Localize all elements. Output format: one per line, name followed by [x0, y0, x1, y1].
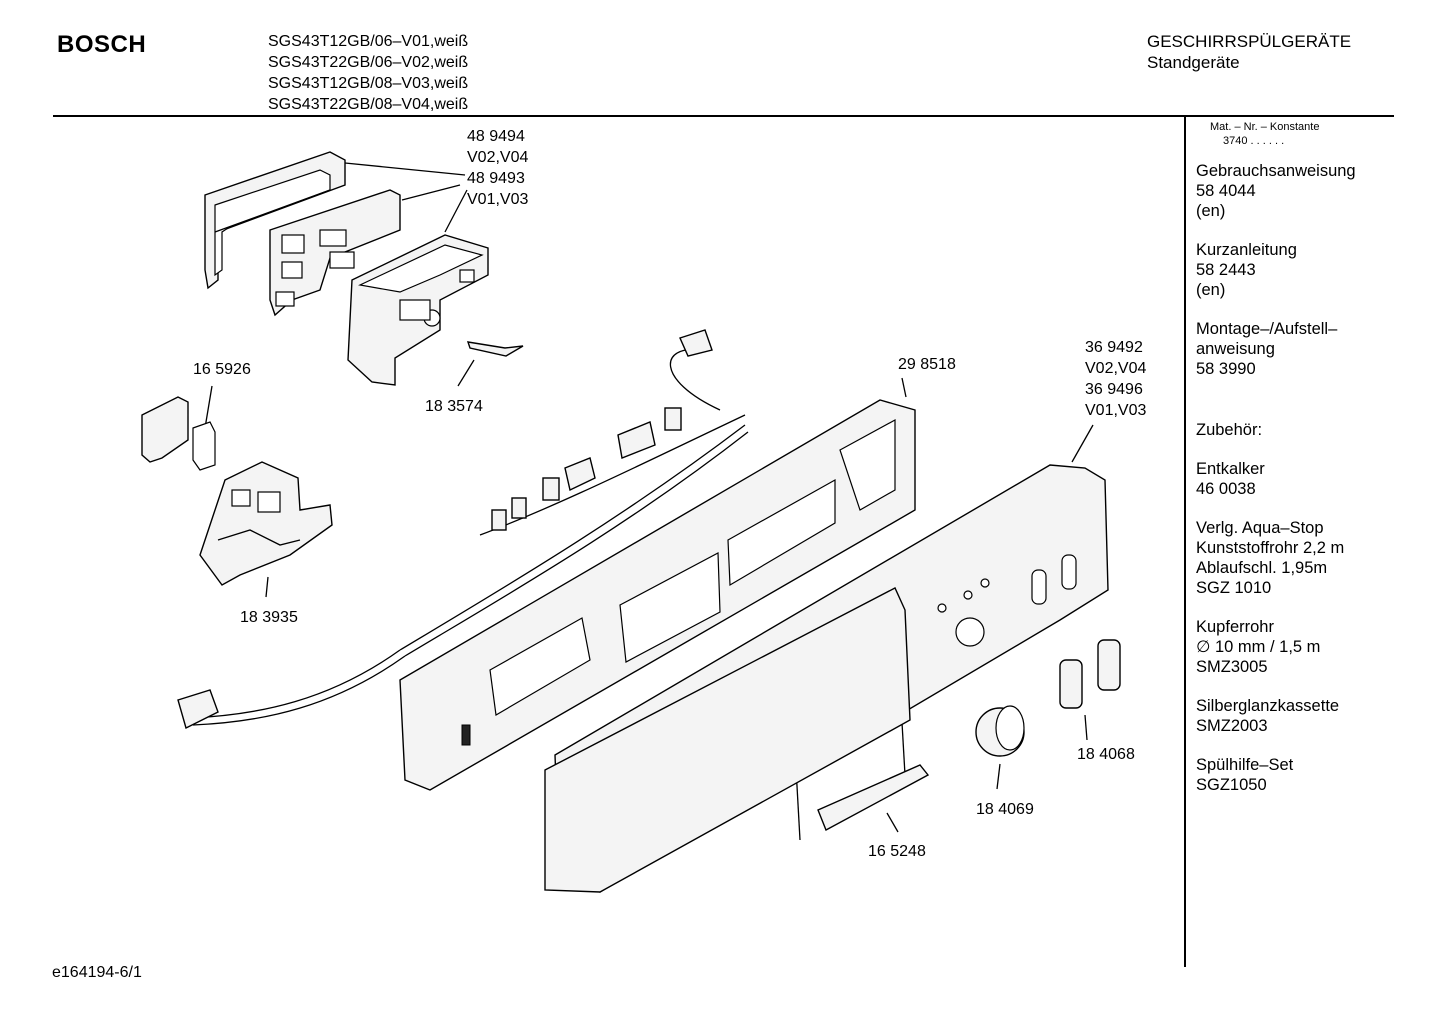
part-label-298518: 29 8518 — [898, 354, 956, 375]
mat-header-value: 3740 . . . . . . — [1223, 135, 1285, 147]
category-title: GESCHIRRSPÜLGERÄTE — [1147, 32, 1352, 51]
handle-trim — [817, 764, 930, 831]
leader-lines — [204, 162, 1094, 833]
sidebar-line: 58 2443 — [1196, 261, 1256, 279]
part-label-line: 18 4068 — [1077, 746, 1135, 763]
mat-header-label: Mat. – Nr. – Konstante — [1210, 121, 1320, 133]
retaining-bracket — [141, 396, 216, 471]
sidebar-line: SMZ2003 — [1196, 717, 1268, 735]
part-label-line: 36 9496 — [1085, 381, 1143, 398]
sidebar-block: Kupferrohr ∅ 10 mm / 1,5 m SMZ3005 — [1196, 617, 1396, 677]
sidebar-divider — [1184, 117, 1186, 967]
part-label-165248: 16 5248 — [868, 841, 926, 862]
part-label-489494: 48 9494 V02,V04 48 9493 V01,V03 — [467, 126, 528, 210]
header-divider — [53, 115, 1394, 117]
sidebar-line: 58 4044 — [1196, 182, 1256, 200]
brand-logo: BOSCH — [57, 31, 147, 58]
accessories-sidebar: Gebrauchsanweisung 58 4044 (en) Kurzanle… — [1196, 161, 1396, 814]
sidebar-line: Verlg. Aqua–Stop — [1196, 519, 1324, 537]
sidebar-line: Ablaufschl. 1,95m — [1196, 559, 1328, 577]
material-number-header: Mat. – Nr. – Konstante 3740 . . . . . . — [1210, 120, 1319, 148]
sidebar-line: Spülhilfe–Set — [1196, 756, 1294, 774]
control-unit-housing — [204, 151, 346, 290]
model-list: SGS43T12GB/06–V01,weiß SGS43T22GB/06–V02… — [268, 31, 468, 115]
sidebar-line: Zubehör: — [1196, 421, 1263, 439]
sidebar-line: ∅ 10 mm / 1,5 m — [1196, 638, 1321, 656]
model-line: SGS43T12GB/06–V01,weiß — [268, 33, 469, 50]
push-buttons — [1059, 639, 1121, 709]
programmer-module — [347, 234, 489, 386]
relay-board — [269, 189, 401, 317]
part-label-184069: 18 4069 — [976, 799, 1034, 820]
sidebar-line: 46 0038 — [1196, 480, 1256, 498]
model-line: SGS43T12GB/08–V03,weiß — [268, 75, 469, 92]
sidebar-line: Entkalker — [1196, 460, 1265, 478]
sidebar-line: Kupferrohr — [1196, 618, 1274, 636]
control-panel-frame — [399, 399, 916, 791]
sidebar-line: anweisung — [1196, 340, 1275, 358]
part-label-line: 29 8518 — [898, 356, 956, 373]
sidebar-line: Kunststoffrohr 2,2 m — [1196, 539, 1345, 557]
part-label-line: 16 5926 — [193, 361, 251, 378]
part-label-184068: 18 4068 — [1077, 744, 1135, 765]
sidebar-line: Silberglanzkassette — [1196, 697, 1340, 715]
part-label-line: 18 3935 — [240, 609, 298, 626]
part-label-183935: 18 3935 — [240, 607, 298, 628]
part-label-369492: 36 9492 V02,V04 36 9496 V01,V03 — [1085, 337, 1146, 421]
part-label-line: 36 9492 — [1085, 339, 1143, 356]
part-label-line: 18 4069 — [976, 801, 1034, 818]
model-line: SGS43T22GB/08–V04,weiß — [268, 96, 469, 113]
part-label-line: V01,V03 — [1085, 402, 1147, 419]
program-knob — [975, 705, 1025, 757]
diagram-id: e164194-6/1 — [52, 964, 142, 981]
category-heading: GESCHIRRSPÜLGERÄTE Standgeräte — [1147, 31, 1351, 73]
sidebar-block: Kurzanleitung 58 2443 (en) — [1196, 240, 1396, 300]
sidebar-block: Verlg. Aqua–Stop Kunststoffrohr 2,2 m Ab… — [1196, 518, 1396, 598]
sidebar-line: SGZ 1010 — [1196, 579, 1272, 597]
sidebar-line: Gebrauchsanweisung — [1196, 162, 1356, 180]
sidebar-line: Montage–/Aufstell– — [1196, 320, 1338, 338]
model-line: SGS43T22GB/06–V02,weiß — [268, 54, 469, 71]
part-label-line: 16 5248 — [868, 843, 926, 860]
part-label-line: 48 9494 — [467, 128, 525, 145]
sidebar-line: SMZ3005 — [1196, 658, 1268, 676]
sidebar-line: SGZ1050 — [1196, 776, 1267, 794]
sidebar-line: Kurzanleitung — [1196, 241, 1297, 259]
sidebar-block: Silberglanzkassette SMZ2003 — [1196, 696, 1396, 736]
door-switch-holder — [199, 461, 333, 586]
part-label-165926: 16 5926 — [193, 359, 251, 380]
sidebar-block: Spülhilfe–Set SGZ1050 — [1196, 755, 1396, 795]
part-label-line: 48 9493 — [467, 170, 525, 187]
exploded-view-drawing — [141, 151, 1121, 893]
part-label-line: 18 3574 — [425, 398, 483, 415]
sidebar-line: (en) — [1196, 202, 1226, 220]
fascia-panel — [544, 464, 1109, 893]
sidebar-block: Zubehör: — [1196, 420, 1396, 440]
sidebar-block: Entkalker 46 0038 — [1196, 459, 1396, 499]
wiring-harness — [177, 329, 749, 730]
part-label-183574: 18 3574 — [425, 396, 483, 417]
sidebar-line: (en) — [1196, 281, 1226, 299]
sidebar-block: Montage–/Aufstell– anweisung 58 3990 — [1196, 319, 1396, 379]
part-label-line: V01,V03 — [467, 191, 529, 208]
part-label-line: V02,V04 — [1085, 360, 1147, 377]
locking-pin — [466, 341, 524, 357]
sidebar-line: 58 3990 — [1196, 360, 1256, 378]
part-label-line: V02,V04 — [467, 149, 529, 166]
category-subtitle: Standgeräte — [1147, 53, 1240, 72]
sidebar-block: Gebrauchsanweisung 58 4044 (en) — [1196, 161, 1396, 221]
